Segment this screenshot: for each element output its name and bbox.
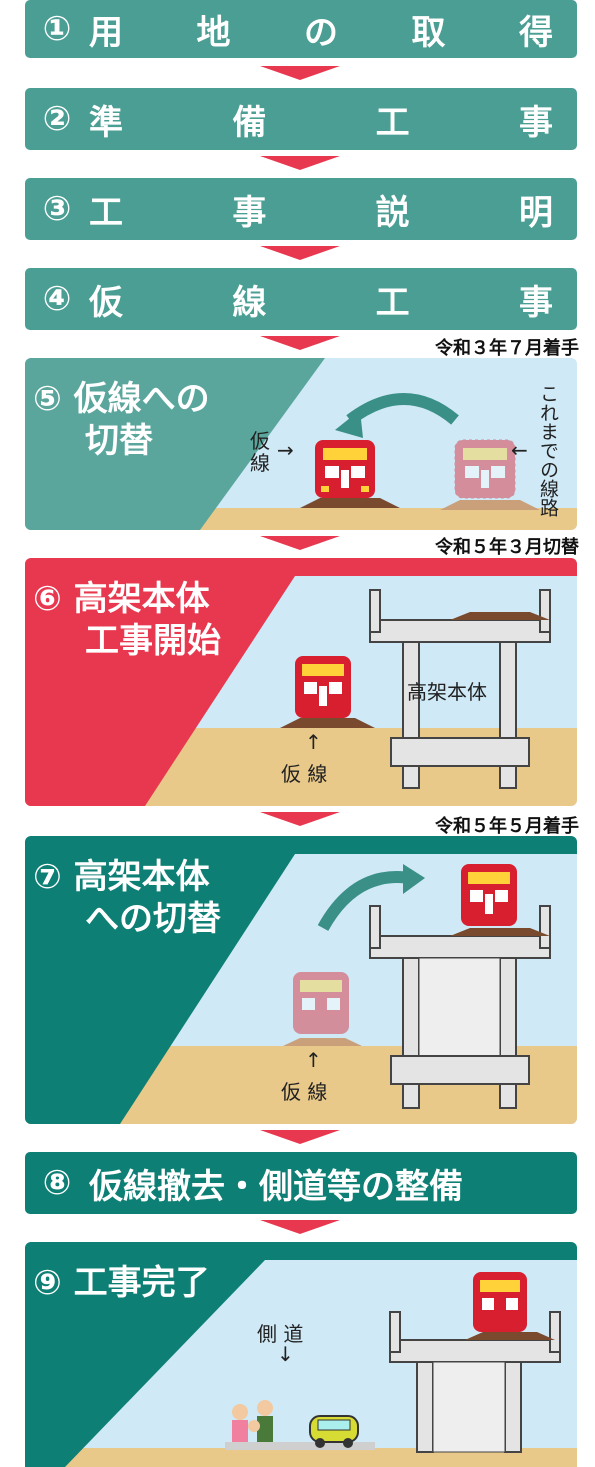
step-6-title-line1: 高架本体	[73, 579, 210, 619]
kasen-label: 仮 線	[281, 1080, 328, 1104]
step-7-title: ⑦ 高架本体 への切替	[33, 856, 221, 940]
step-6-panel: ⑥ 高架本体 工事開始 高架本体 ↑ 仮 線	[25, 558, 577, 806]
step-4-char: 線	[232, 282, 267, 323]
step-3-char: 工	[89, 192, 123, 233]
step-6-number: ⑥	[33, 579, 62, 619]
step-5-illustration	[25, 358, 577, 530]
up-arrow-icon: ↑	[305, 730, 322, 754]
down-arrow-icon	[260, 156, 340, 170]
step-8-title: 仮線撤去・側道等の整備	[89, 1166, 463, 1207]
step-2-number: ②	[42, 99, 72, 139]
step-9-number: ⑨	[33, 1263, 62, 1303]
down-arrow-icon	[260, 66, 340, 80]
step-5-title-line2: 切替	[85, 421, 153, 461]
step-4-char: 事	[518, 282, 553, 323]
step-3-char: 説	[375, 192, 410, 233]
step-6-title: ⑥ 高架本体 工事開始	[33, 578, 221, 662]
step-1-char: 取	[411, 12, 446, 53]
step-5-panel: ⑤ 仮線への 切替 仮 線 → ← これまでの線路	[25, 358, 577, 530]
step-4-bar: ④ 仮 線 工 事	[25, 268, 577, 330]
step-3-char: 明	[518, 192, 553, 233]
right-arrow-icon: →	[277, 438, 294, 462]
step-6-date: 令和５年３月切替	[435, 537, 579, 558]
step-1-char: 用	[89, 12, 123, 53]
step-3-char: 事	[232, 192, 267, 233]
step-7-date: 令和５年５月着手	[435, 816, 579, 837]
kasen-label: 仮 線	[281, 762, 328, 786]
step-3-bar: ③ 工 事 説 明	[25, 178, 577, 240]
step-4-char: 仮	[89, 282, 123, 323]
step-4-title: 仮 線 工 事	[89, 275, 577, 324]
step-1-title: 用 地 の 取 得	[89, 5, 577, 54]
existing-track-label: これまでの線路	[537, 384, 559, 517]
step-5-title-line1: 仮線への	[73, 379, 210, 419]
step-8-bar: ⑧ 仮線撤去・側道等の整備	[25, 1152, 577, 1214]
viaduct-label: 高架本体	[407, 680, 487, 704]
down-arrow-icon	[260, 1220, 340, 1234]
step-7-panel: ⑦ 高架本体 への切替 ↑ 仮 線	[25, 836, 577, 1124]
step-5-date: 令和３年７月着手	[435, 338, 579, 359]
down-arrow-icon	[260, 246, 340, 260]
step-9-title: ⑨ 工事完了	[33, 1262, 210, 1304]
step-3-title: 工 事 説 明	[89, 185, 577, 234]
down-arrow-icon	[260, 812, 340, 826]
side-road-label: 側 道	[257, 1322, 304, 1346]
down-arrow-icon	[260, 536, 340, 550]
step-2-title: 準 備 工 事	[89, 95, 577, 144]
step-6-illustration	[25, 558, 577, 806]
step-7-illustration	[25, 836, 577, 1124]
step-9-title-text: 工事完了	[73, 1263, 210, 1303]
step-1-bar: ① 用 地 の 取 得	[25, 0, 577, 58]
down-arrow-icon	[260, 1130, 340, 1144]
step-5-title: ⑤ 仮線への 切替	[33, 378, 210, 462]
step-2-char: 準	[89, 102, 123, 143]
step-7-title-line1: 高架本体	[73, 857, 210, 897]
down-arrow-icon	[260, 336, 340, 350]
step-2-char: 事	[518, 102, 553, 143]
left-arrow-icon: ←	[511, 438, 528, 462]
step-3-number: ③	[42, 189, 72, 229]
step-2-char: 備	[232, 102, 267, 143]
step-1-char: 得	[519, 12, 553, 53]
step-7-title-line2: への切替	[85, 899, 221, 939]
step-9-panel: ⑨ 工事完了 側 道 ↓	[25, 1242, 577, 1467]
step-5-number: ⑤	[33, 379, 62, 419]
step-1-char: の	[304, 12, 338, 53]
step-8-number: ⑧	[42, 1163, 72, 1203]
step-4-number: ④	[42, 279, 72, 319]
step-9-illustration	[25, 1242, 577, 1467]
down-arrow-small-icon: ↓	[277, 1342, 294, 1366]
step-4-char: 工	[375, 282, 410, 323]
kasen-label: 仮 線	[250, 430, 270, 474]
kasen-label-char: 仮	[250, 429, 270, 453]
step-6-title-line2: 工事開始	[85, 621, 221, 661]
step-2-char: 工	[375, 102, 410, 143]
step-2-bar: ② 準 備 工 事	[25, 88, 577, 150]
step-1-char: 地	[196, 12, 231, 53]
step-1-number: ①	[42, 9, 72, 49]
up-arrow-icon: ↑	[305, 1048, 322, 1072]
kasen-label-char: 線	[250, 451, 270, 475]
step-7-number: ⑦	[33, 857, 62, 897]
